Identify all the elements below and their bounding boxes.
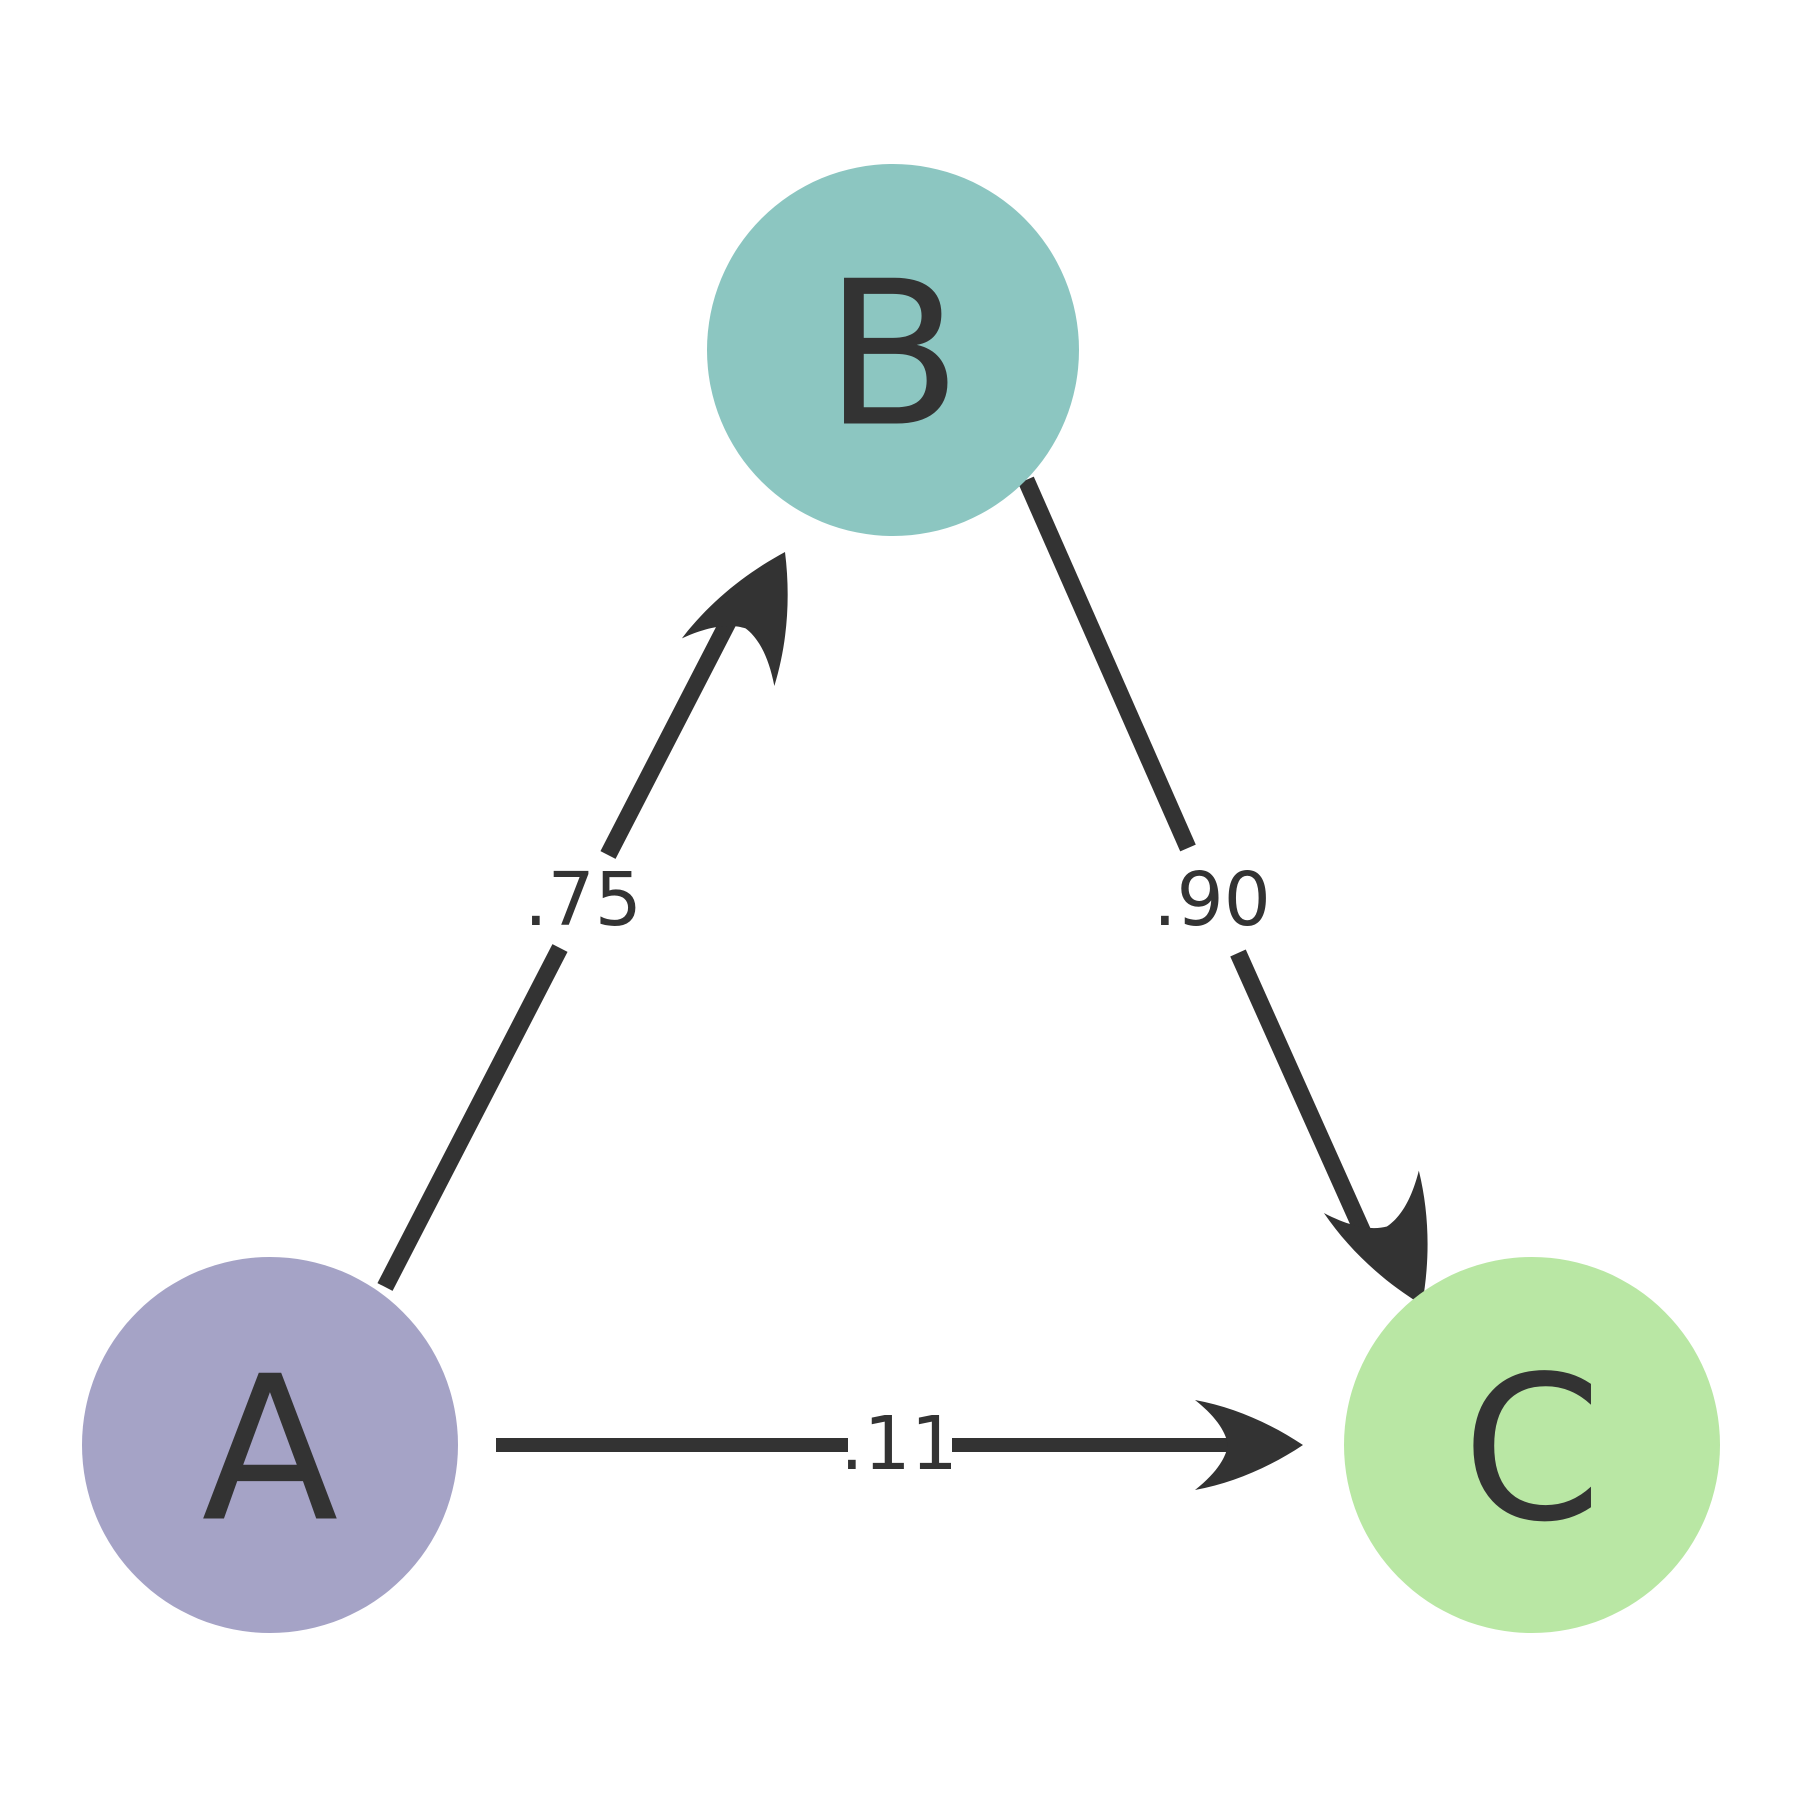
node-a[interactable]: A <box>82 1257 458 1633</box>
node-a-circle[interactable] <box>82 1257 458 1633</box>
node-c-label: C <box>1462 1334 1602 1567</box>
edge-a-to-b[interactable] <box>377 528 831 1291</box>
edge-a-to-b-arrowhead <box>681 552 788 687</box>
edge-b-to-c[interactable] <box>1018 476 1469 1326</box>
edge-a-to-c-arrowhead <box>1195 1400 1303 1490</box>
edge-weight-a-to-c: .11 <box>840 1401 958 1487</box>
node-c-circle[interactable] <box>1344 1257 1720 1633</box>
edge-b-to-c-arrowhead <box>1323 1170 1428 1305</box>
edge-a-to-c[interactable] <box>496 1400 1303 1490</box>
node-b[interactable]: B <box>707 164 1079 536</box>
edge-b-to-c-shaft-lower <box>1230 949 1382 1261</box>
node-a-label: A <box>202 1334 339 1567</box>
node-b-label: B <box>824 239 961 472</box>
edge-b-to-c-shaft-upper <box>1018 476 1196 852</box>
node-c[interactable]: C <box>1344 1257 1720 1633</box>
edge-weight-b-to-c: .90 <box>1153 857 1271 943</box>
edge-a-to-b-shaft-upper <box>600 597 747 859</box>
edge-a-to-b-shaft-lower <box>377 944 568 1291</box>
node-b-circle[interactable] <box>707 164 1079 536</box>
edge-weight-a-to-b: .75 <box>524 857 642 943</box>
